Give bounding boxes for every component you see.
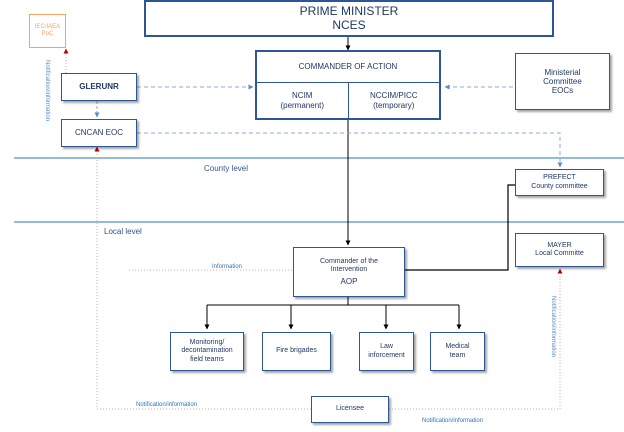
aop-label: AOP	[340, 276, 358, 286]
medical-team-box: Medical team	[430, 332, 485, 371]
commander-of-action-box: COMMANDER OF ACTION NCIM (permanent) NCC…	[255, 50, 441, 120]
cncan-eoc-box: CNCAN EOC	[61, 119, 137, 147]
prefect-label: PREFECT	[543, 174, 576, 182]
eocs-label: EOCs	[551, 86, 574, 96]
glerunr-label: GLERUNR	[79, 82, 119, 92]
iec-iaea-box: IEC/IAEA PoC	[29, 14, 66, 48]
fire-brigades-box: Fire brigades	[262, 332, 331, 371]
prime-minister-label: PRIME MINISTER	[299, 3, 399, 18]
team-label: team	[449, 351, 466, 359]
cncan-eoc-label: CNCAN EOC	[74, 128, 123, 138]
mayer-label: MAYER	[547, 241, 572, 249]
iec-iaea-label: IEC/IAEA	[34, 24, 61, 31]
prime-minister-box: PRIME MINISTER NCES	[144, 0, 554, 37]
fire-brigades-label: Fire brigades	[276, 347, 317, 355]
nccim-label: NCCIM/PICC	[369, 91, 418, 101]
arrow-prefect-intervention	[357, 184, 515, 273]
intervention-commander-box: Commander of the Intervention AOP	[293, 247, 405, 297]
poc-label: PoC	[41, 31, 54, 37]
committee-label: Committee	[543, 76, 582, 86]
law-enforcement-box: Law inforcement	[359, 332, 414, 371]
ncim-permanent-label: (permanent)	[280, 100, 325, 110]
inforcement-label: inforcement	[368, 351, 405, 359]
commander-of-action-split: NCIM (permanent) NCCIM/PICC (temporary)	[257, 83, 439, 118]
notification-mayer-label: Notification/information	[550, 296, 556, 358]
ncim-cell: NCIM (permanent)	[257, 83, 349, 118]
glerunr-box: GLERUNR	[61, 73, 137, 101]
notification-bottom-left-label: Notification/information	[136, 402, 198, 408]
licensee-label: Licensee	[335, 405, 365, 413]
local-committee-label: Local Committe	[535, 250, 584, 257]
commander-of-action-label: COMMANDER OF ACTION	[298, 62, 398, 72]
intervention-label: Intervention	[330, 265, 368, 273]
county-committee-label: County committee	[531, 182, 588, 190]
dashed-cncan-prefect	[137, 132, 563, 168]
notification-iec-label: Notification/information	[44, 60, 50, 122]
notification-bottom-right-label: Notification/information	[422, 418, 484, 424]
local-level-label: Local level	[104, 227, 142, 236]
monitoring-label: Monitoring/	[189, 339, 225, 347]
commander-of-action-header: COMMANDER OF ACTION	[257, 52, 439, 83]
decontamination-label: decontamination	[181, 347, 233, 355]
field-teams-label: field teams	[190, 355, 224, 363]
information-label: Information	[212, 264, 243, 270]
medical-label: Medical	[445, 343, 470, 351]
nccim-cell: NCCIM/PICC (temporary)	[349, 83, 440, 118]
county-level-label: County level	[204, 164, 249, 173]
dotted-licensee-cncan	[94, 146, 311, 410]
ministerial-label: Ministerial	[544, 67, 581, 77]
law-label: Law	[380, 343, 393, 351]
mayer-box: MAYER Local Committe	[515, 233, 604, 267]
intervention-commander-label: Commander of the	[320, 257, 378, 265]
nccim-temporary-label: (temporary)	[373, 100, 415, 110]
ncim-label: NCIM	[292, 91, 313, 101]
monitoring-teams-box: Monitoring/ decontamination field teams	[170, 332, 244, 371]
licensee-box: Licensee	[311, 396, 389, 423]
dotted-licensee-mayer	[389, 268, 563, 410]
ministerial-committee-box: Ministerial Committee EOCs	[515, 53, 610, 110]
prefect-box: PREFECT County committee	[515, 169, 604, 196]
nces-label: NCES	[332, 17, 366, 32]
